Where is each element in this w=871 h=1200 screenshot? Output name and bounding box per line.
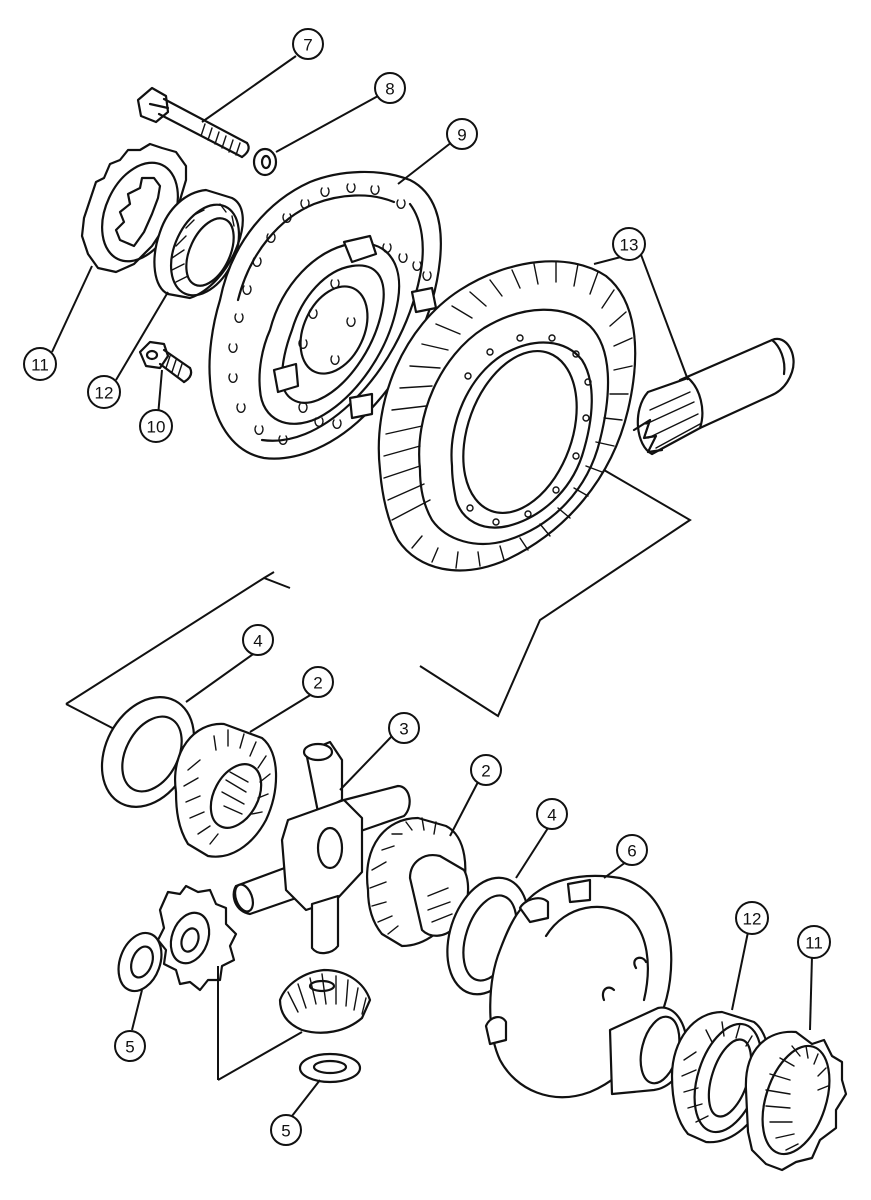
callout-label-10: 10 <box>147 418 166 437</box>
callout-2-right: 2 <box>470 754 502 786</box>
callout-5-bottom: 5 <box>270 1114 302 1146</box>
callout-11-lower: 11 <box>797 925 831 959</box>
callout-2-left: 2 <box>302 666 334 698</box>
callout-label-4-right: 4 <box>547 806 556 825</box>
callout-label-6: 6 <box>627 842 636 861</box>
callout-8: 8 <box>374 72 406 104</box>
bearing-ring-part-11-lower <box>744 1030 848 1172</box>
bolt-part-7 <box>136 86 250 159</box>
callout-3: 3 <box>388 712 420 744</box>
callout-label-11-upper: 11 <box>31 356 49 375</box>
callout-6: 6 <box>616 834 648 866</box>
callout-13: 13 <box>612 227 646 261</box>
assembly-group-bracket <box>65 469 692 733</box>
callout-label-5-bottom: 5 <box>281 1122 290 1141</box>
washer-part-8 <box>252 147 278 177</box>
side-gear-part-2-right <box>365 816 470 948</box>
callout-12-lower: 12 <box>735 901 769 935</box>
thrust-washer-part-5-bottom <box>298 1052 362 1084</box>
pinion-gear-left <box>156 884 238 992</box>
callout-label-2-left: 2 <box>313 674 322 693</box>
pinion-gear-bottom <box>278 968 372 1034</box>
callout-label-5-left: 5 <box>125 1038 134 1057</box>
callout-label-11-lower: 11 <box>805 934 823 953</box>
bolt-part-10 <box>138 340 193 384</box>
callout-11-upper: 11 <box>23 347 57 381</box>
differential-case-part-6 <box>484 874 688 1099</box>
callout-4-right: 4 <box>536 798 568 830</box>
callout-label-7: 7 <box>303 36 312 55</box>
callout-label-8: 8 <box>385 80 394 99</box>
callout-12-upper: 12 <box>87 375 121 409</box>
roller-bearing-part-12-upper <box>153 188 244 300</box>
callout-5-left: 5 <box>114 1030 146 1062</box>
callout-label-9: 9 <box>457 126 466 145</box>
callout-9: 9 <box>446 118 478 150</box>
callout-label-4-left: 4 <box>253 632 262 651</box>
pinion-shaft-part-13 <box>632 337 795 456</box>
ring-gear-part-13 <box>377 260 637 572</box>
differential-case-part-9 <box>208 170 442 460</box>
callout-label-13: 13 <box>620 236 639 255</box>
spider-cross-part-3 <box>232 740 411 955</box>
side-gear-part-2-left <box>173 722 278 858</box>
callout-7: 7 <box>292 28 324 60</box>
leader-lines <box>51 55 813 1117</box>
callout-10: 10 <box>139 409 173 443</box>
callout-label-3: 3 <box>399 720 408 739</box>
callout-4-left: 4 <box>242 624 274 656</box>
callout-label-12-lower: 12 <box>743 910 762 929</box>
thrust-washer-part-5-left <box>117 931 163 993</box>
flange-bolt-holes <box>228 183 432 445</box>
callout-label-2-right: 2 <box>481 762 490 781</box>
callout-label-12-upper: 12 <box>95 384 114 403</box>
